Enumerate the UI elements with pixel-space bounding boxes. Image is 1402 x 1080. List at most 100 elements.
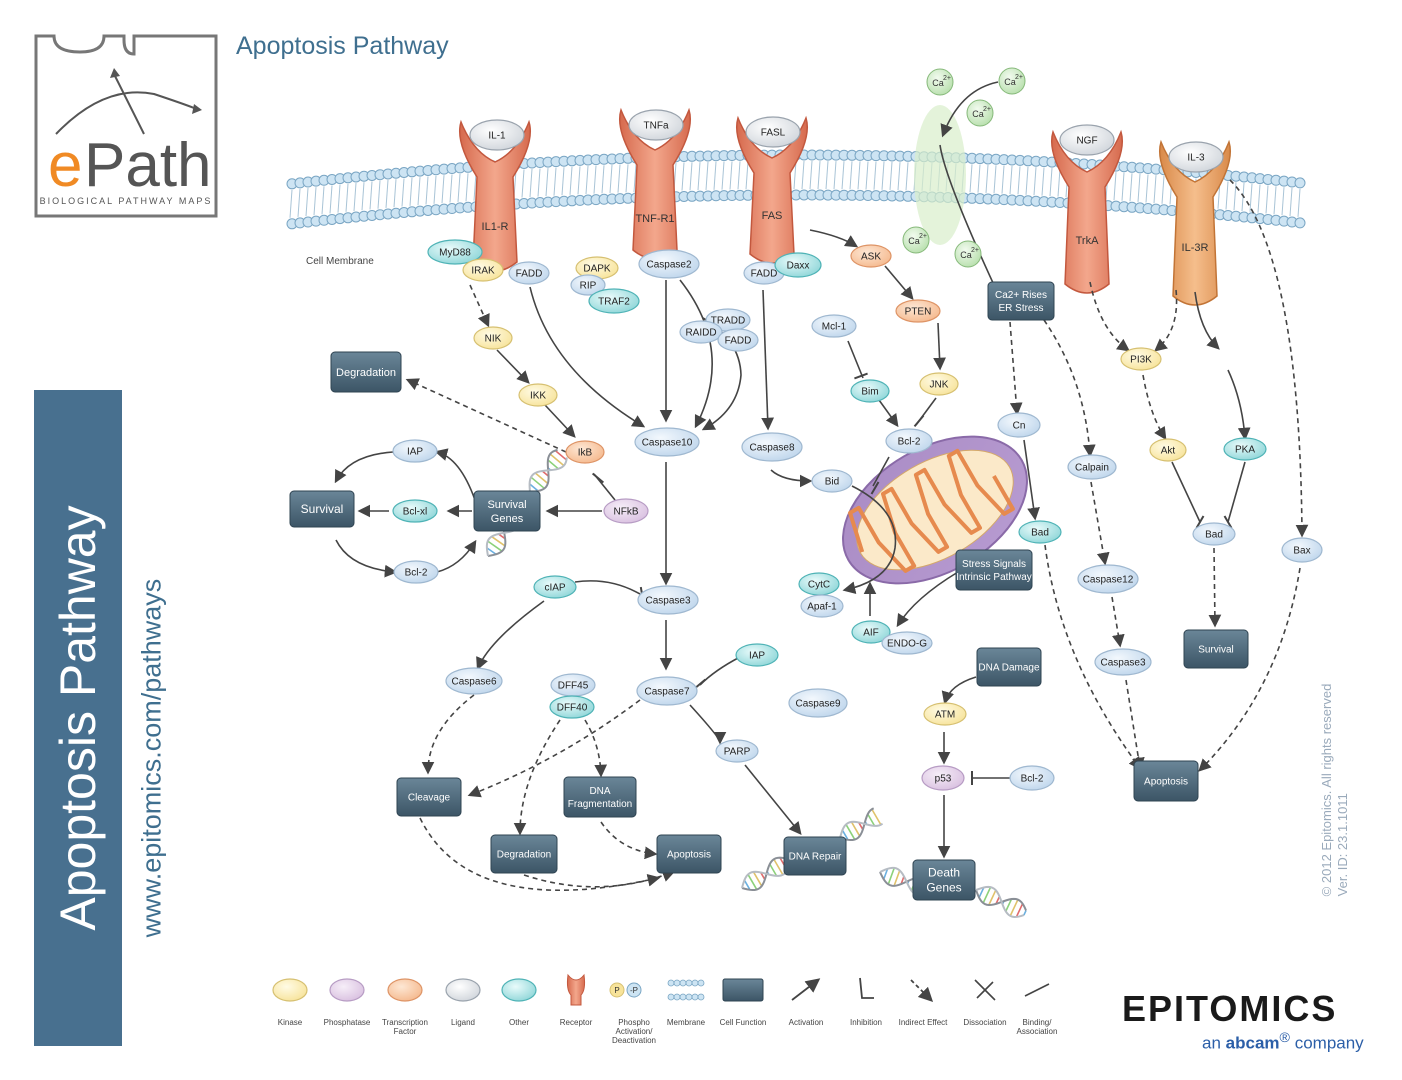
node-dff40-label: DFF40: [557, 703, 588, 714]
pathway-edge: [1227, 461, 1246, 523]
pathway-edge: [884, 265, 914, 300]
ligand-fasl-label: FASL: [761, 128, 786, 139]
svg-text:-P: -P: [630, 986, 638, 995]
legend-indirect-icon: [910, 979, 934, 1003]
pathway-edge: [584, 719, 608, 778]
dna-helix-6: [975, 885, 1027, 918]
node-endog-label: ENDO-G: [887, 639, 927, 650]
receptor-trka: TrkA: [1051, 129, 1123, 294]
ligand-tnfa-label: TNFa: [644, 121, 669, 132]
ca-4-sup: 2+: [919, 233, 927, 240]
pathway-edge: [1044, 544, 1142, 771]
node-traf2-label: TRAF2: [598, 297, 630, 308]
node-atm: ATM: [923, 702, 967, 726]
box-stress-signals-label: Stress Signals: [962, 559, 1026, 570]
box-survival-left: Survival: [289, 490, 355, 528]
receptor-il3r: IL-3R: [1159, 139, 1231, 306]
legend-binding-icon: [1024, 983, 1050, 997]
node-caspase10-label: Caspase10: [642, 438, 693, 449]
legend-label: Phosphatase: [324, 1018, 371, 1027]
node-bad-2-label: Bad: [1205, 530, 1223, 541]
pathway-edge: [1171, 461, 1201, 523]
node-raidd: RAIDD: [679, 320, 723, 344]
legend-swatch: [501, 978, 537, 1002]
box-apoptosis-bottom-label: Apoptosis: [667, 850, 711, 861]
legend-item-7: Membrane: [667, 979, 706, 1027]
pathway-edge: [335, 539, 398, 578]
node-aif: AIF: [851, 620, 891, 644]
receptor-il1r: IL1-R: [459, 119, 531, 272]
legend-item-13: Binding/Association: [1017, 983, 1057, 1036]
node-bcl2-c-label: Bcl-2: [1021, 774, 1044, 785]
node-fadd-2-label: FADD: [725, 336, 752, 347]
legend-item-10: Inhibition: [850, 977, 882, 1027]
legend-item-12: Dissociation: [963, 979, 1007, 1027]
node-rip: RIP: [570, 274, 606, 296]
legend-item-9: Activation: [789, 978, 823, 1027]
box-apoptosis-right: Apoptosis: [1133, 760, 1199, 802]
box-survival-right: Survival: [1183, 629, 1249, 669]
pathway-edge: [1089, 281, 1131, 352]
node-irak: IRAK: [462, 258, 504, 282]
legend-label: Ligand: [451, 1018, 475, 1027]
legend-label: Factor: [394, 1027, 417, 1036]
receptor-il3r-label: IL-3R: [1182, 242, 1209, 254]
pathway-edge: [544, 404, 576, 438]
node-caspase7-label: Caspase7: [644, 687, 689, 698]
node-iap-1-label: IAP: [407, 447, 423, 458]
legend-label: Dissociation: [963, 1018, 1006, 1027]
node-iap-2-label: IAP: [749, 651, 765, 662]
node-bcl2-b-label: Bcl-2: [405, 568, 428, 579]
legend-label: Cell Function: [720, 1018, 767, 1027]
box-dna-fragmentation-label: DNA: [589, 786, 610, 797]
node-ask-label: ASK: [861, 252, 881, 263]
ca-2-sup: 2+: [1015, 74, 1023, 81]
pathway-edge: [436, 539, 477, 573]
node-rip-label: RIP: [580, 281, 597, 292]
pathway-edge: [1009, 321, 1023, 416]
node-caspase6-label: Caspase6: [451, 677, 496, 688]
ligand-il3-label: IL-3: [1187, 153, 1205, 164]
logo-path: Path: [84, 131, 212, 200]
ligand-ngf-label: NGF: [1076, 136, 1097, 147]
node-bid-label: Bid: [825, 477, 839, 488]
node-pten-label: PTEN: [905, 307, 932, 318]
node-cn-label: Cn: [1013, 421, 1026, 432]
node-caspase7: Caspase7: [636, 676, 698, 706]
legend-label: Transcription: [382, 1018, 428, 1027]
pathway-edge: [476, 600, 545, 671]
brand-tagline: an abcam® company: [1202, 1030, 1364, 1053]
node-caspase12-label: Caspase12: [1083, 575, 1134, 586]
node-bim-label: Bim: [861, 387, 878, 398]
pathway-edge: [419, 817, 661, 892]
legend-item-1: Phosphatase: [324, 978, 371, 1027]
pathway-edge: [529, 286, 646, 428]
node-bid: Bid: [811, 469, 853, 493]
node-bad-1-label: Bad: [1031, 528, 1049, 539]
box-apoptosis-bottom: Apoptosis: [656, 834, 722, 874]
node-irak-label: IRAK: [471, 266, 495, 277]
inhibition-bar: [1223, 515, 1233, 529]
inhibition-bar: [913, 414, 925, 428]
pathway-edge: [872, 456, 890, 487]
receptor-fas: FAS: [736, 115, 808, 264]
inhibition-bar: [870, 481, 880, 495]
node-bcl-xl-label: Bcl-xl: [403, 507, 427, 518]
brand-tagline-brand: abcam: [1225, 1033, 1280, 1053]
box-death-genes-label: Death: [928, 866, 960, 880]
node-ciap-label: cIAP: [544, 583, 565, 594]
node-caspase3-b-label: Caspase3: [1100, 658, 1145, 669]
node-caspase3-label: Caspase3: [645, 596, 690, 607]
pathway-edge: [469, 284, 490, 328]
pathway-edge: [1194, 291, 1220, 350]
logo-tagline: BIOLOGICAL PATHWAY MAPS: [40, 196, 213, 206]
legend-inhibition-icon: [859, 977, 874, 999]
legend-item-5: Receptor: [560, 973, 593, 1027]
